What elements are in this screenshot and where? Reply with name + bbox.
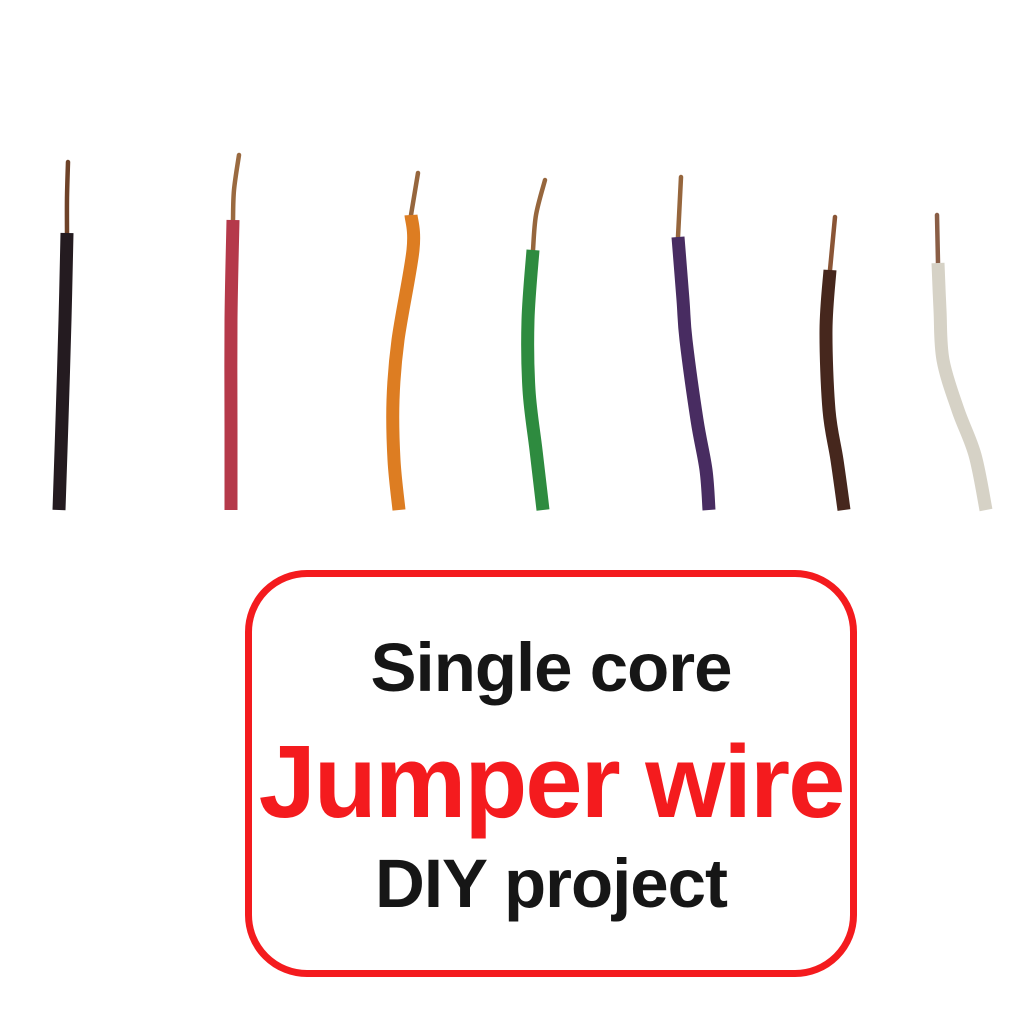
wire-black-insulation [52, 232, 74, 511]
wire-brown-insulation [819, 269, 851, 511]
wire-white [931, 212, 993, 512]
wire-purple-copper-tip [675, 174, 684, 240]
caption-line-jumper-wire: Jumper wire [258, 724, 846, 839]
wire-green [521, 177, 550, 511]
caption-line-single-core: Single core [370, 629, 733, 706]
wire-brown-copper-tip [827, 214, 838, 273]
wire-purple [671, 174, 716, 511]
wire-white-insulation [931, 262, 993, 512]
wire-orange-copper-tip [408, 170, 421, 218]
wire-purple-insulation [671, 236, 716, 511]
wire-orange [386, 170, 421, 511]
wire-black [52, 159, 74, 511]
wires-group [52, 152, 993, 512]
wire-red-copper-tip [230, 152, 242, 223]
wire-white-copper-tip [934, 212, 941, 266]
wire-red [224, 152, 242, 510]
wire-green-copper-tip [530, 177, 548, 253]
wire-red-insulation [224, 219, 240, 510]
wire-black-copper-tip [64, 159, 71, 236]
wire-brown [819, 214, 851, 511]
caption-line-diy-project: DIY project [375, 845, 728, 922]
caption-box: Single core Jumper wire DIY project [245, 570, 857, 977]
wire-orange-insulation [386, 214, 421, 511]
wire-green-insulation [521, 249, 550, 511]
